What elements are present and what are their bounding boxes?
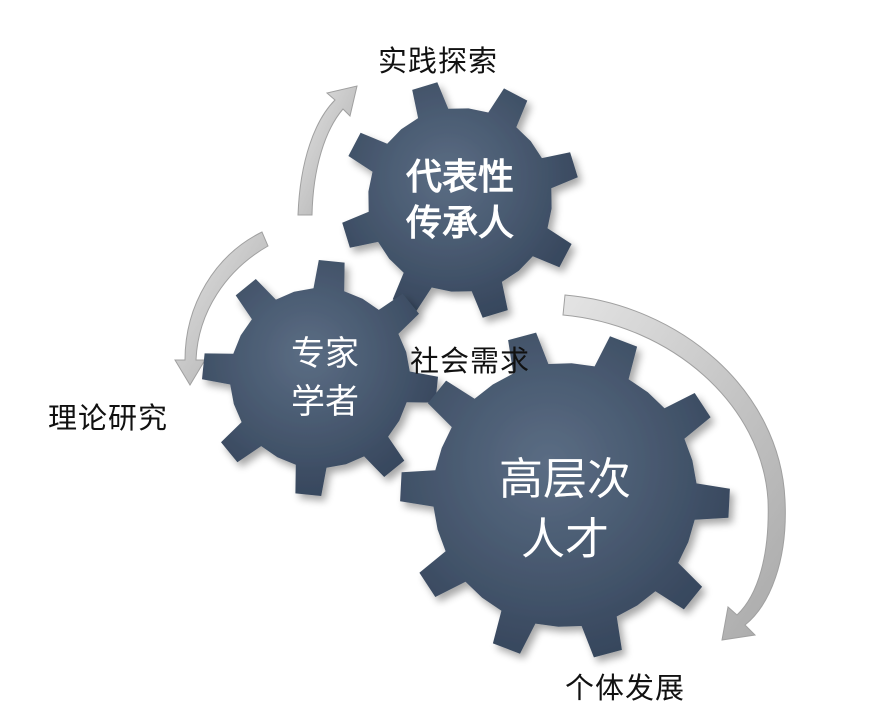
arrow-to-practice bbox=[297, 85, 358, 216]
label-theory: 理论研究 bbox=[48, 401, 169, 435]
label-practice: 实践探索 bbox=[378, 44, 499, 78]
arrow-to-theory bbox=[174, 231, 269, 386]
gear-label-big: 高层次 人才 bbox=[470, 450, 660, 570]
gear-top bbox=[342, 82, 578, 318]
gear-left-line2: 学者 bbox=[291, 382, 359, 422]
gear-big-line1: 高层次 bbox=[499, 454, 631, 505]
label-individual: 个体发展 bbox=[565, 671, 686, 705]
gear-label-top: 代表性 传承人 bbox=[380, 155, 540, 247]
gear-left-line1: 专家 bbox=[291, 334, 359, 374]
gear-left bbox=[202, 260, 438, 496]
gear-top-line1: 代表性 bbox=[405, 157, 514, 198]
gear-big bbox=[400, 332, 730, 658]
gear-label-left: 专家 学者 bbox=[265, 330, 385, 426]
arrow-to-individual bbox=[562, 294, 786, 641]
gear-big-line2: 人才 bbox=[521, 514, 609, 565]
label-society: 社会需求 bbox=[410, 344, 531, 378]
cycle-arrows bbox=[174, 85, 786, 641]
gear-top-line2: 传承人 bbox=[405, 203, 514, 244]
